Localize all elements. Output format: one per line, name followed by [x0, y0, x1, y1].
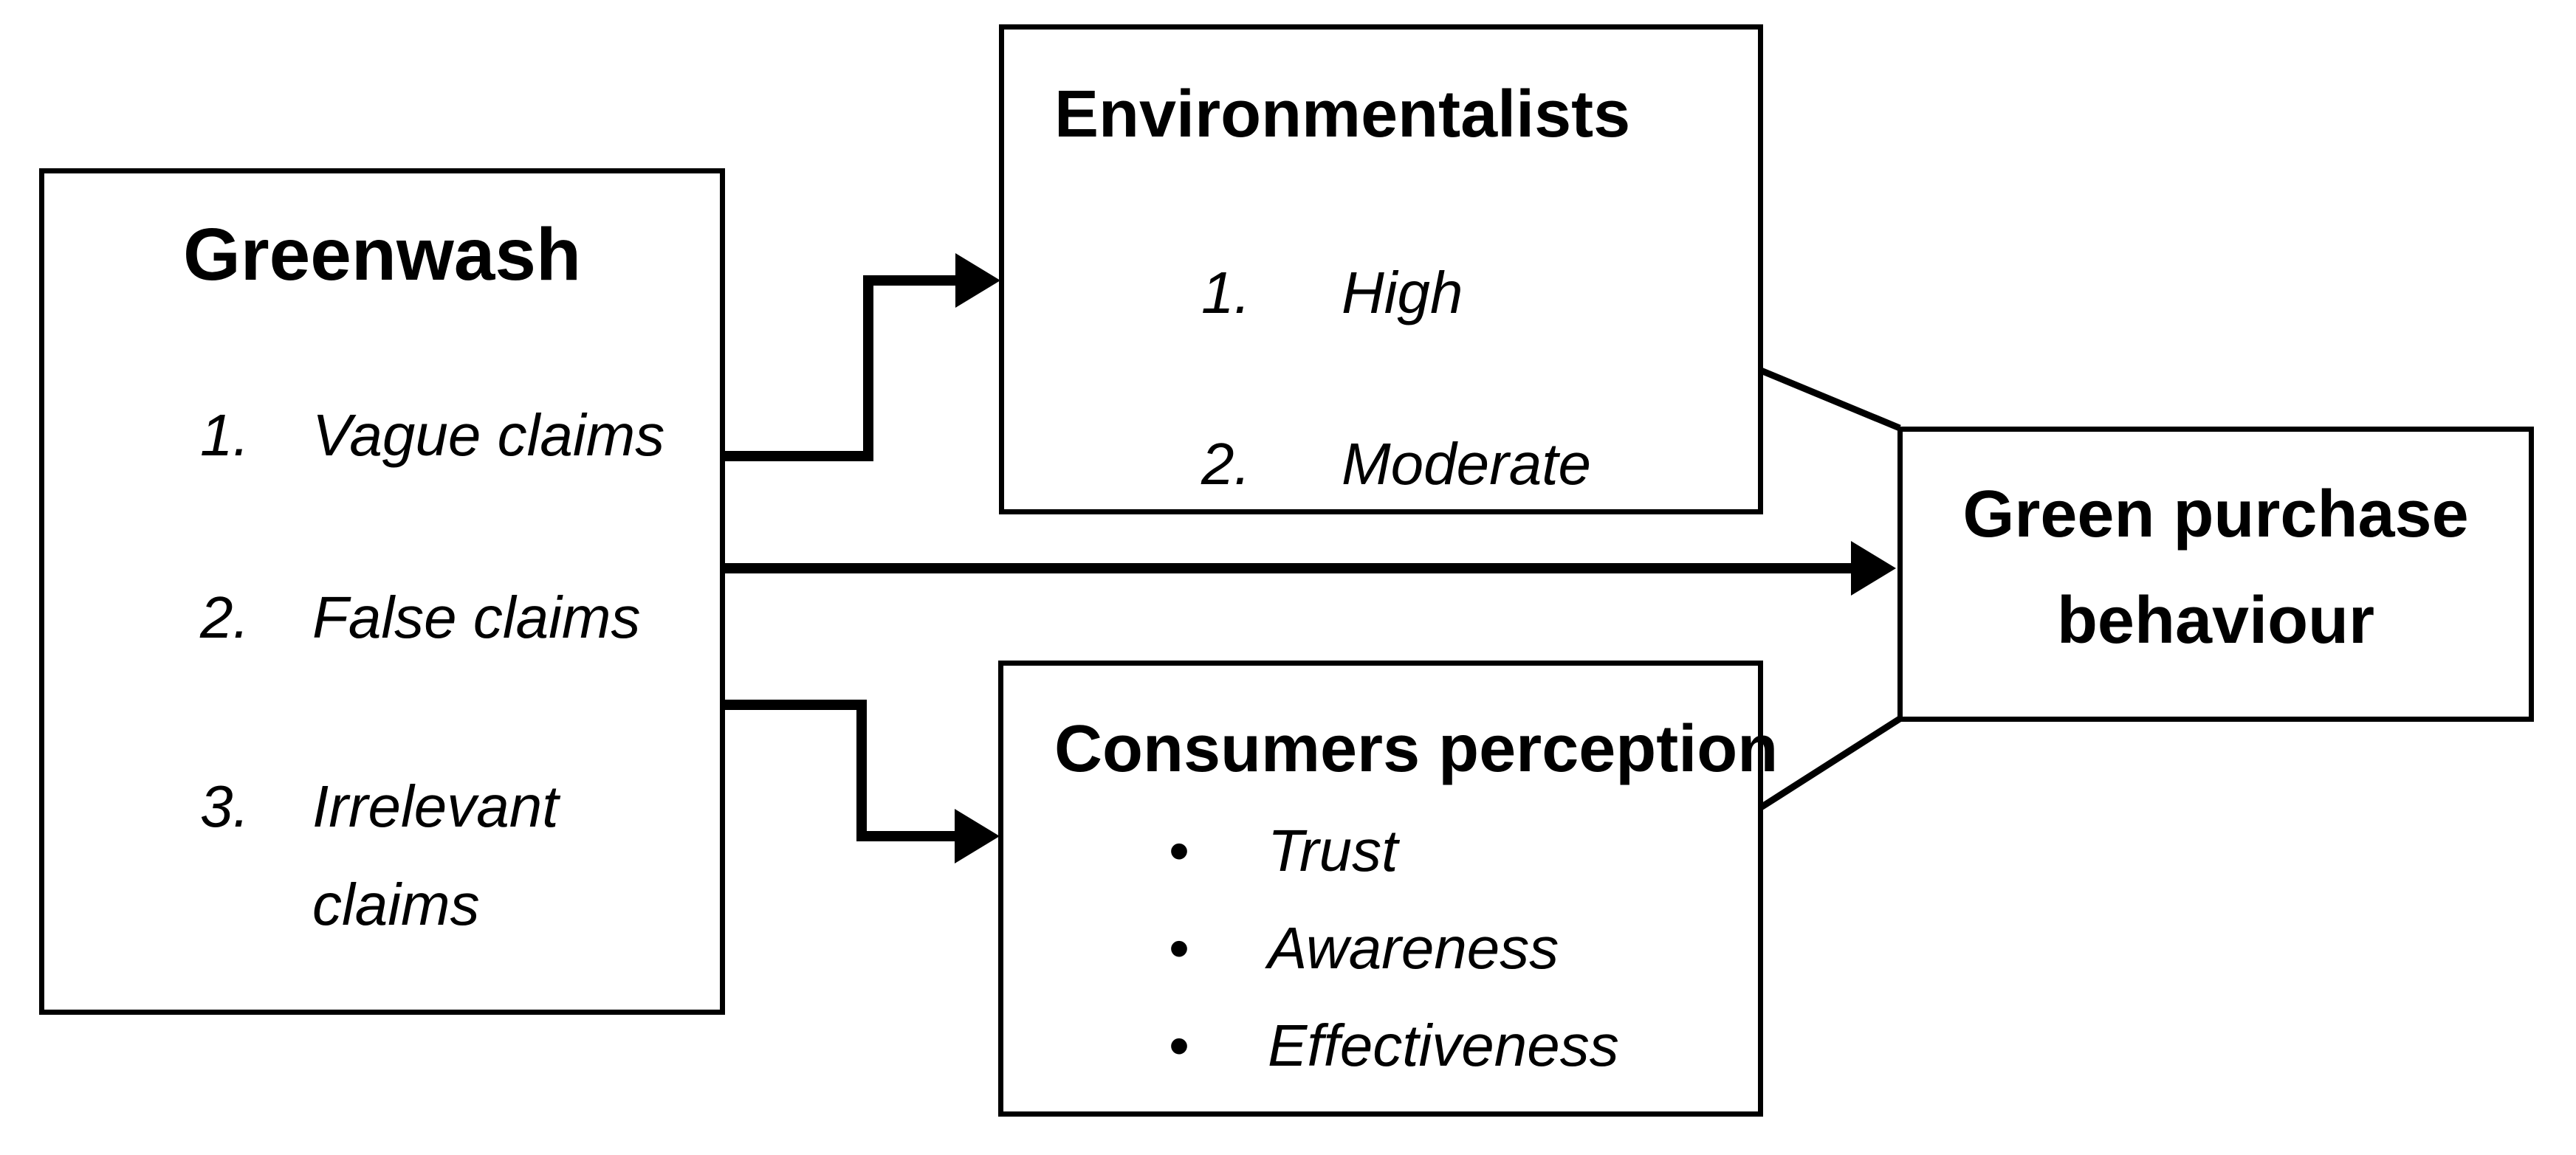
- arrowhead-greenwash-to-environmentalists-icon: [955, 253, 1000, 308]
- list-item-label: False claims: [312, 585, 641, 650]
- arrowhead-greenwash-to-outcome-icon: [1851, 541, 1896, 596]
- list-item-label: Effectiveness: [1268, 1013, 1619, 1078]
- green-purchase-behaviour-box: Green purchase behaviour: [1897, 427, 2534, 722]
- list-number: 1.: [200, 402, 250, 468]
- list-number: 1.: [1201, 260, 1251, 325]
- arrow-greenwash-to-consumers: [725, 700, 961, 841]
- environmentalists-box: Environmentalists 1. High 2. Moderate: [999, 24, 1763, 514]
- list-item-label: High: [1342, 260, 1463, 325]
- list-item-label: Trust: [1268, 818, 1398, 883]
- environmentalists-item-high: 1. High: [1201, 252, 1463, 334]
- arrow-greenwash-to-environmentalists: [725, 275, 961, 461]
- list-number: 2.: [200, 585, 250, 650]
- bullet-icon: •: [1169, 1013, 1190, 1078]
- consumers-item-trust: • Trust: [1169, 810, 1398, 892]
- outcome-title-line2: behaviour: [2056, 584, 2375, 658]
- list-item-label: Moderate: [1342, 431, 1591, 497]
- consumers-item-effectiveness: • Effectiveness: [1169, 1005, 1619, 1086]
- greenwash-item-irrelevant-claims-wrap: claims: [312, 872, 480, 937]
- consumers-perception-box: Consumers perception • Trust • Awareness…: [998, 661, 1778, 1117]
- greenwash-item-false-claims: 2. False claims: [200, 577, 641, 658]
- greenwash-item-irrelevant-claims: 3. Irrelevant: [200, 766, 558, 847]
- list-number: 3.: [200, 773, 250, 839]
- list-item-label: Awareness: [1268, 915, 1559, 981]
- arrowhead-greenwash-to-consumers-icon: [955, 809, 1000, 863]
- environmentalists-item-moderate: 2. Moderate: [1201, 424, 1591, 505]
- environmentalists-title: Environmentalists: [1054, 77, 1631, 151]
- outcome-title-line1: Green purchase: [1962, 477, 2469, 551]
- list-item-label: Irrelevant: [312, 773, 559, 839]
- bullet-icon: •: [1169, 818, 1190, 883]
- greenwash-title: Greenwash: [182, 213, 582, 296]
- line-consumers-to-outcome: [1759, 716, 1902, 810]
- line-environmentalists-to-outcome: [1759, 367, 1901, 432]
- bullet-icon: •: [1169, 915, 1190, 981]
- greenwash-box: Greenwash 1. Vague claims 2. False claim…: [39, 168, 725, 1015]
- list-item-label: Vague claims: [312, 402, 665, 468]
- list-number: 2.: [1201, 431, 1251, 497]
- consumers-perception-title: Consumers perception: [1054, 712, 1779, 786]
- consumers-item-awareness: • Awareness: [1169, 908, 1559, 989]
- greenwash-item-vague-claims: 1. Vague claims: [200, 395, 664, 476]
